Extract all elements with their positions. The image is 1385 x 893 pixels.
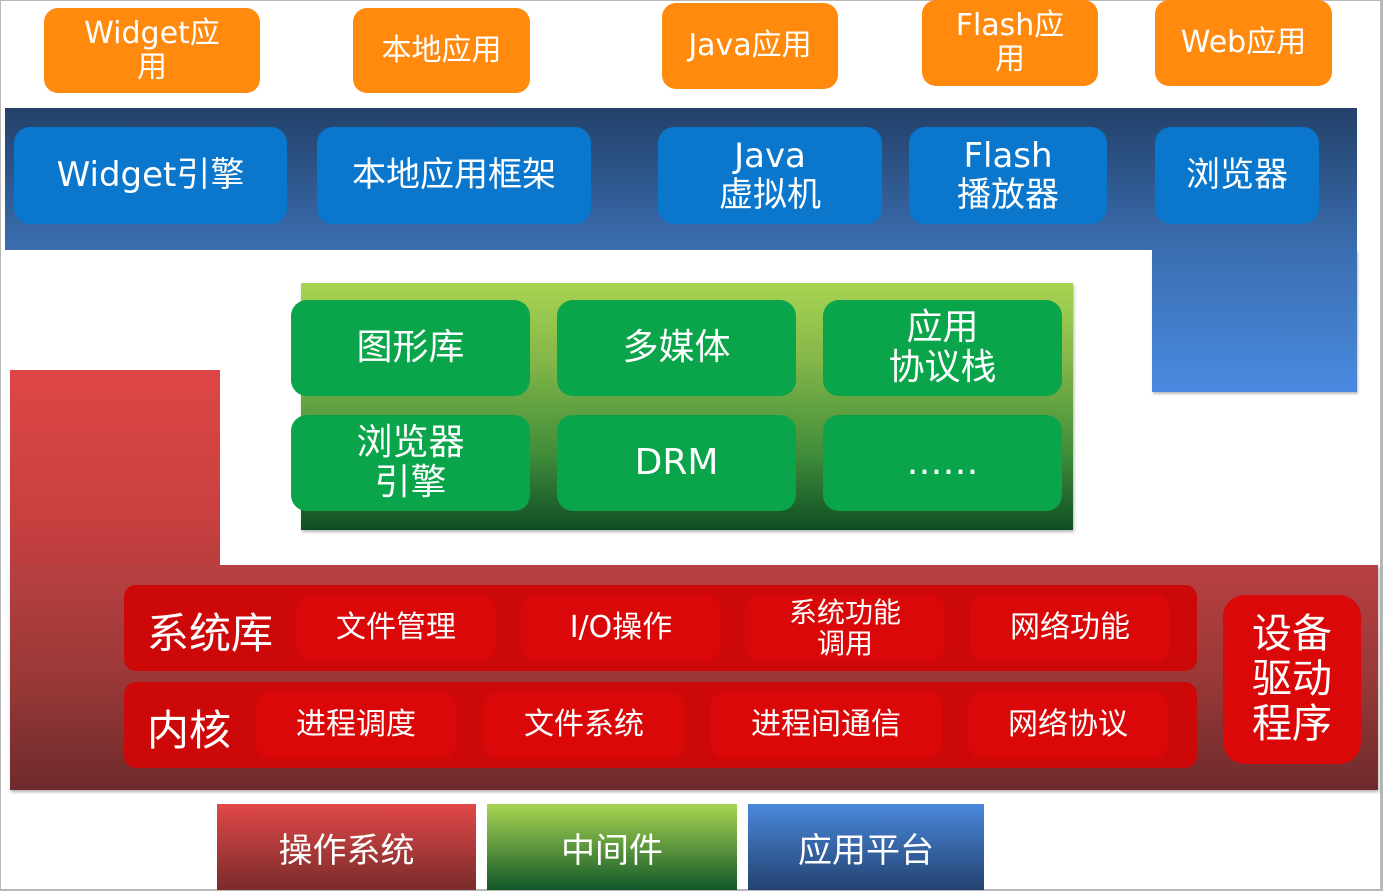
middleware-app-protocol-stack: 应用 协议栈 <box>823 300 1062 396</box>
middleware-graphics-lib: 图形库 <box>291 300 530 396</box>
syslib-network-functions: 网络功能 <box>970 595 1170 661</box>
app-web: Web应用 <box>1155 0 1332 86</box>
application-platform-leg <box>1152 250 1357 392</box>
middleware-more: …… <box>823 415 1062 511</box>
legend-operating-system: 操作系统 <box>217 804 476 890</box>
app-flash: Flash应 用 <box>922 0 1098 86</box>
platform-widget-engine: Widget引擎 <box>14 127 287 224</box>
platform-java-vm: Java 虚拟机 <box>658 127 882 224</box>
app-widget: Widget应 用 <box>44 8 260 93</box>
middleware-drm: DRM <box>557 415 796 511</box>
platform-flash-player: Flash 播放器 <box>909 127 1107 224</box>
system-library-label: 系统库 <box>147 609 274 658</box>
device-drivers: 设备 驱动 程序 <box>1223 595 1361 764</box>
kernel-label: 内核 <box>147 706 232 755</box>
syslib-file-management: 文件管理 <box>296 595 496 661</box>
kernel-file-system: 文件系统 <box>484 692 684 758</box>
legend-middleware: 中间件 <box>487 804 737 890</box>
middleware-browser-engine: 浏览器 引擎 <box>291 415 530 511</box>
app-native: 本地应用 <box>353 8 530 93</box>
syslib-system-calls: 系统功能 调用 <box>745 595 945 661</box>
kernel-network-protocol: 网络协议 <box>968 692 1168 758</box>
middleware-multimedia: 多媒体 <box>557 300 796 396</box>
platform-native-framework: 本地应用框架 <box>317 127 591 224</box>
legend-application-platform: 应用平台 <box>748 804 984 890</box>
kernel-process-scheduling: 进程调度 <box>256 692 456 758</box>
syslib-io-operations: I/O操作 <box>521 595 721 661</box>
app-java: Java应用 <box>662 3 838 89</box>
platform-browser: 浏览器 <box>1155 127 1319 224</box>
kernel-ipc: 进程间通信 <box>710 692 942 758</box>
